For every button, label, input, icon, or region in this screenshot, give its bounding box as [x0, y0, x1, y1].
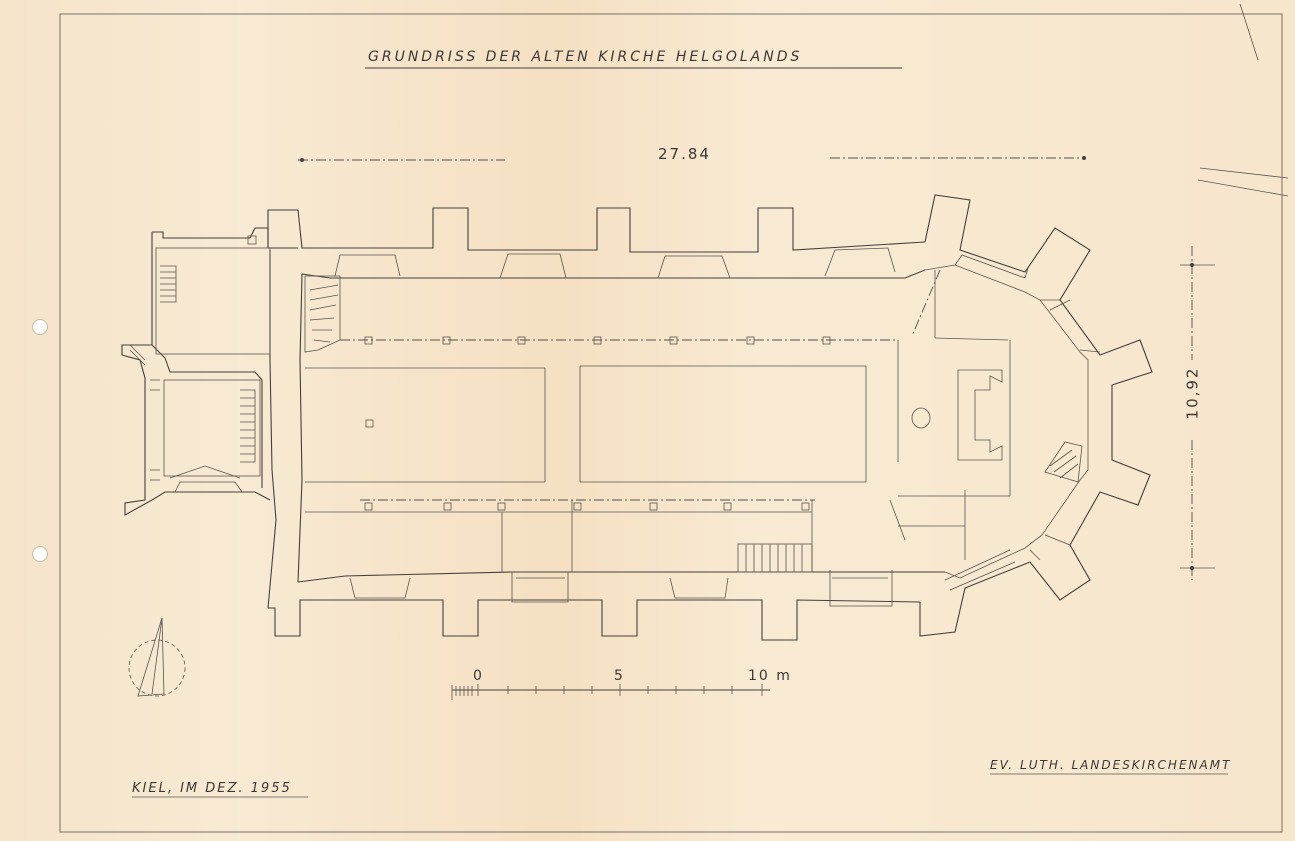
scale-label-0: 0 [473, 668, 484, 684]
scale-bar [451, 684, 770, 700]
chancel-apse [889, 194, 1153, 637]
nave-stair [304, 275, 341, 353]
galleries [305, 339, 898, 572]
nave-walls [267, 207, 945, 641]
corner-mark [1239, 3, 1259, 61]
torn-edge-mark [1197, 167, 1289, 197]
pulpit-stair [1044, 441, 1083, 483]
drawing-title: GRUNDRISS DER ALTEN KIRCHE HELGOLANDS [368, 49, 803, 65]
width-dimension-line [1180, 246, 1215, 580]
punch-hole [32, 546, 48, 562]
sheet-border [59, 13, 1283, 833]
altar [957, 369, 1003, 461]
baptismal-font [911, 407, 931, 429]
column-markers [364, 336, 831, 511]
width-dimension-label: 10,92 [1183, 366, 1202, 420]
punch-hole [32, 319, 48, 335]
length-dimension-line [298, 156, 1086, 162]
office-caption: EV. LUTH. LANDESKIRCHENAMT [990, 758, 1232, 772]
scale-label-5: 5 [614, 668, 625, 684]
gallery-stair [737, 543, 813, 573]
length-dimension-label: 27.84 [658, 145, 711, 163]
west-tower [121, 227, 271, 516]
north-arrow [128, 617, 186, 697]
place-date-caption: KIEL, IM DEZ. 1955 [132, 781, 292, 796]
scale-label-10: 10 m [748, 668, 792, 684]
